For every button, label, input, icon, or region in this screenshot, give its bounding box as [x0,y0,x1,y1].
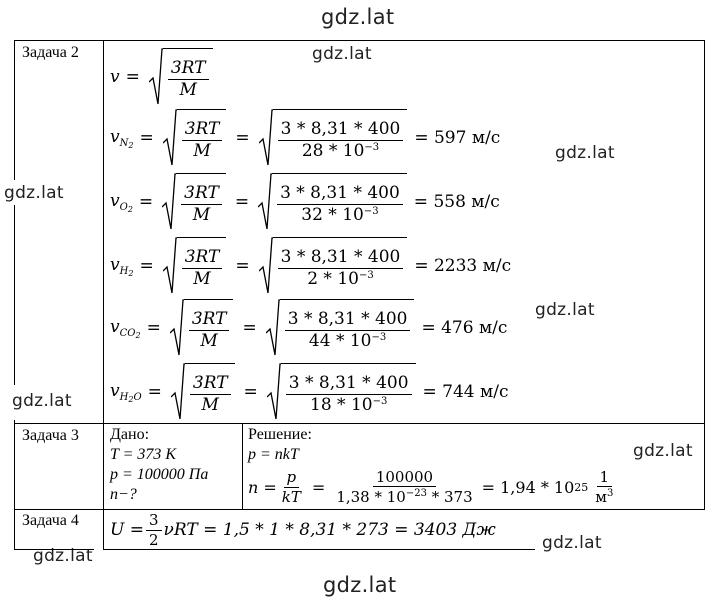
velocity-symbol: vN2 [110,126,134,150]
velocity-symbol: vH2 [110,254,134,278]
table-border-left-bottom [14,420,15,550]
velocity-result: = 744 м/с [422,382,509,402]
label-column-divider [103,40,104,550]
table-border-bottom [14,549,94,550]
task3-label: Задача 3 [22,427,79,444]
watermark-right-task3: gdz.lat [633,441,693,461]
row-divider-1 [14,423,704,424]
velocity-symbol: vH2O [110,380,142,404]
task3-given-line-3: n−? [110,486,137,503]
watermark-bottom-right: gdz.lat [542,533,602,553]
velocity-symbol: vO2 [110,190,133,214]
table-border-left-lower [14,205,15,385]
task3-solution-line-1: p = nkT [248,446,299,463]
task2-label: Задача 2 [22,44,79,61]
watermark-bottom-left: gdz.lat [33,546,93,566]
table-border-left [14,40,15,180]
watermark-right-mid: gdz.lat [535,300,595,320]
numeric-numerator: 3 * 8,31 * 400 [284,310,411,331]
task3-given-divider [242,423,243,509]
watermark-bottom: gdz.lat [323,573,397,597]
watermark-right-top: gdz.lat [555,143,615,163]
numeric-denominator: 32 * 10−3 [301,204,379,225]
task3-solution-title: Решение: [248,426,312,443]
task3-given-title: Дано: [110,426,150,443]
numeric-numerator: 3 * 8,31 * 400 [277,184,403,205]
numeric-numerator: 3 * 8,31 * 400 [285,374,412,395]
velocity-symbol: v [110,67,120,87]
velocity-result: = 476 м/с [421,318,508,338]
watermark-inner-top: gdz.lat [312,44,372,64]
table-border-bottom-right [103,549,535,550]
numeric-denominator: 44 * 10−3 [308,330,387,351]
numeric-denominator: 2 * 10−3 [307,268,374,289]
velocity-result: = 558 м/с [413,192,500,212]
watermark-left-mid: gdz.lat [4,183,64,203]
task3-given-line-2: p = 100000 Па [110,466,209,483]
numeric-denominator: 18 * 10−3 [310,394,388,415]
velocity-result: = 2233 м/с [414,256,512,276]
task4-label: Задача 4 [22,512,79,529]
numeric-numerator: 3 * 8,31 * 400 [277,248,404,269]
numeric-denominator: 28 * 10−3 [301,140,380,161]
row-divider-2 [14,509,704,510]
watermark-left-low: gdz.lat [12,391,72,411]
watermark-top: gdz.lat [321,5,395,29]
numeric-numerator: 3 * 8,31 * 400 [277,120,404,141]
task3-given-line-1: T = 373 K [110,446,177,463]
velocity-result: = 597 м/с [414,128,501,148]
velocity-symbol: vCO2 [110,316,141,340]
table-border-top [14,40,704,41]
table-border-right [704,40,705,510]
